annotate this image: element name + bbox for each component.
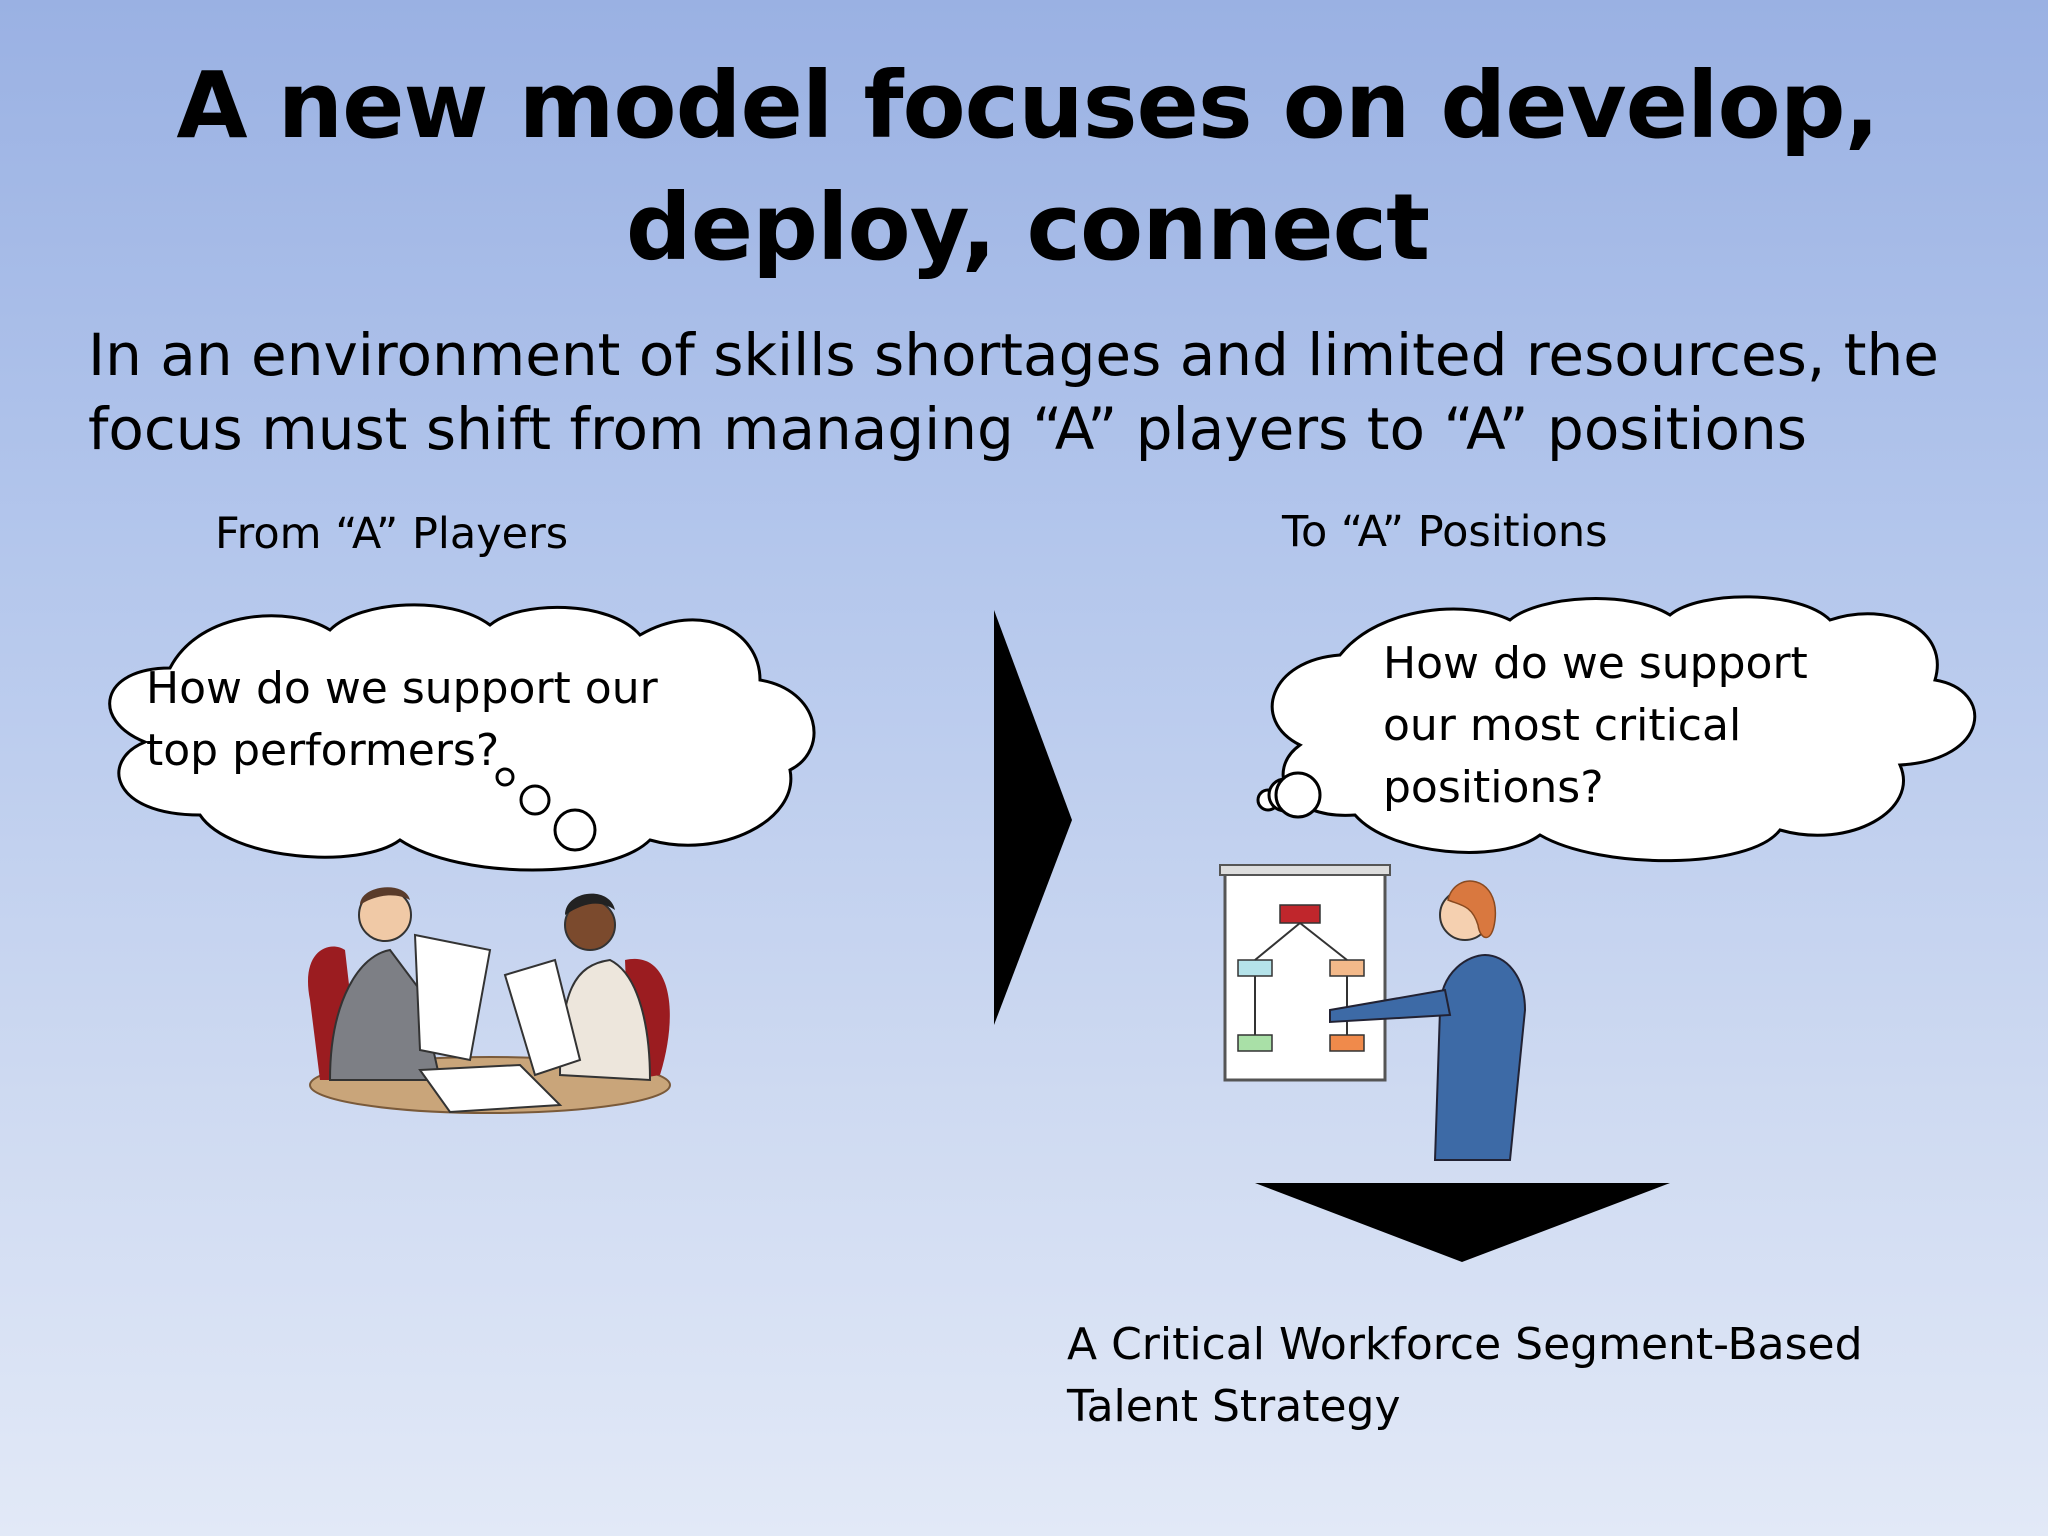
slide-title: A new model focuses on develop, deploy, … bbox=[176, 52, 1879, 281]
conclusion-text: A Critical Workforce Segment-Based Talen… bbox=[1067, 1319, 1863, 1432]
left-thought-text: How do we support our top performers? bbox=[146, 663, 658, 776]
presenter-org-chart-icon bbox=[1219, 864, 1527, 1161]
meeting-people-icon bbox=[308, 887, 671, 1114]
right-thought-text: How do we support our most critical posi… bbox=[1383, 638, 1808, 813]
to-a-positions-label: To “A” Positions bbox=[1282, 507, 1608, 557]
left-thought-cloud bbox=[108, 603, 816, 872]
slide-subtitle: In an environment of skills shortages an… bbox=[88, 321, 1939, 463]
down-arrow-icon bbox=[1255, 1183, 1670, 1262]
right-arrow-icon bbox=[994, 610, 1072, 1025]
from-a-players-label: From “A” Players bbox=[215, 509, 569, 559]
right-thought-cloud bbox=[1256, 595, 1977, 863]
